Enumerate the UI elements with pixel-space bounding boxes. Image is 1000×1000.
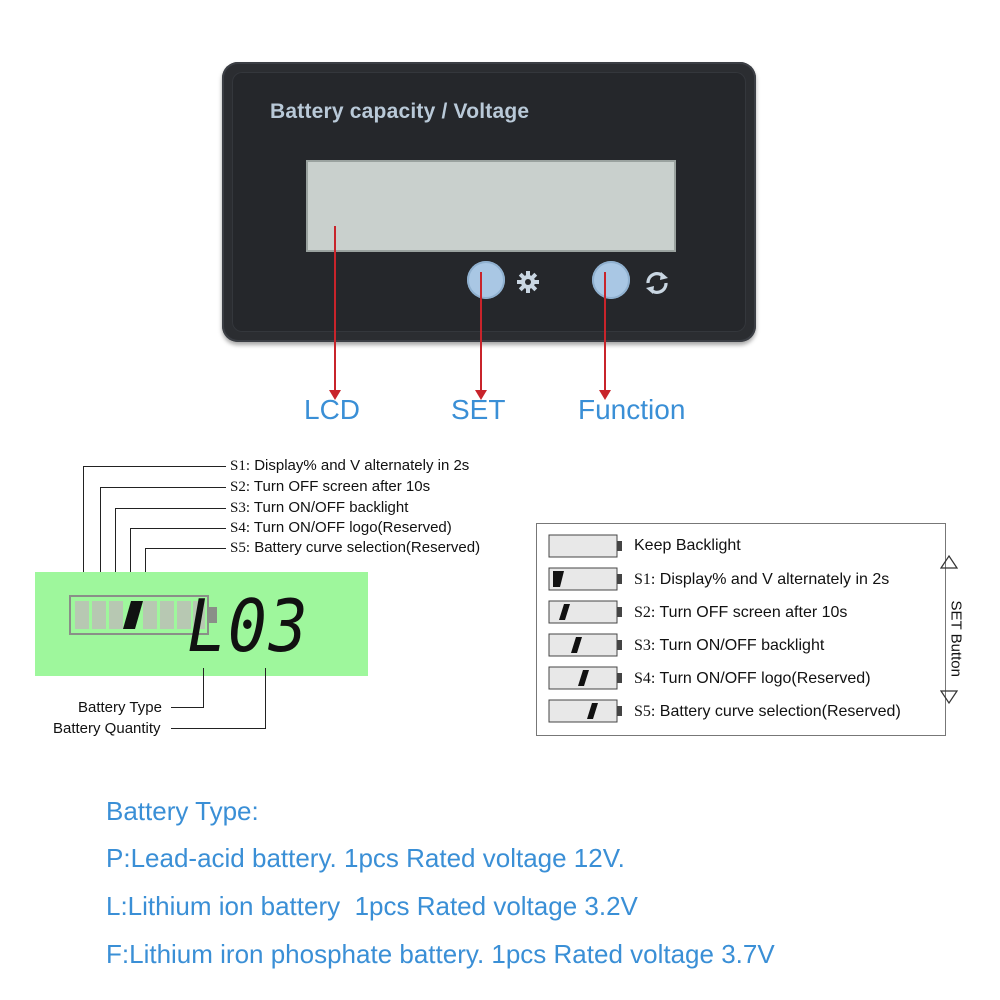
lcd-setting-s3: S3: Turn ON/OFF backlight — [230, 499, 409, 516]
set-callout: SET — [451, 394, 506, 425]
battery-quantity-label: Battery Quantity — [53, 720, 161, 737]
function-button[interactable] — [592, 261, 630, 299]
lcd-pointer-line — [334, 226, 336, 396]
lcd-arrowhead — [329, 390, 341, 400]
device-face: Battery capacity / Voltage — [232, 72, 746, 332]
battery-monitor-device: Battery capacity / Voltage — [222, 62, 756, 342]
row-s2: S2: Turn OFF screen after 10s — [634, 604, 848, 621]
gear-icon — [517, 271, 539, 293]
row-s5-battery — [548, 699, 622, 723]
row-s4-battery — [548, 666, 622, 690]
lcd-setting-s5: S5: Battery curve selection(Reserved) — [230, 539, 481, 556]
battery-type-heading: Battery Type: — [106, 796, 259, 826]
s2-bracket-h — [100, 487, 226, 488]
lcd-setting-s4: S4: Turn ON/OFF logo(Reserved) — [230, 519, 452, 536]
s1-bracket-v — [83, 466, 84, 599]
row-keep-backlight: Keep Backlight — [634, 537, 741, 554]
triangle-down-icon — [940, 690, 958, 704]
lcd-window — [306, 160, 676, 252]
battery-type-connector-h — [171, 707, 204, 708]
battery-type-connector-v — [203, 668, 204, 708]
s4-bracket-v — [130, 528, 131, 599]
s2-bracket-v — [100, 487, 101, 599]
battery-type-l: L:Lithium ion battery 1pcs Rated voltage… — [106, 891, 638, 921]
lcd-callout: LCD — [304, 394, 361, 425]
battery-type-f: F:Lithium iron phosphate battery. 1pcs R… — [106, 939, 775, 969]
row-s1: S1: Display% and V alternately in 2s — [634, 571, 890, 588]
green-lcd-display: L03 — [35, 572, 368, 676]
set-button[interactable] — [467, 261, 505, 299]
row-s2-battery — [548, 600, 622, 624]
s3-bracket-h — [115, 508, 226, 509]
set-pointer-line — [480, 272, 482, 396]
battery-quantity-connector-v — [265, 668, 266, 729]
triangle-up-icon — [940, 555, 958, 569]
s3-bracket-v — [115, 508, 116, 599]
battery-type-p: P:Lead-acid battery. 1pcs Rated voltage … — [106, 843, 625, 873]
set-arrowhead — [475, 390, 487, 400]
device-title: Battery capacity / Voltage — [270, 100, 530, 123]
lcd-battery-icon — [69, 595, 217, 635]
function-pointer-line — [604, 272, 606, 396]
lcd-setting-s1: S1: Display% and V alternately in 2s — [230, 457, 470, 474]
function-callout: Function — [578, 394, 686, 425]
s4-bracket-h — [130, 528, 226, 529]
row-s5: S5: Battery curve selection(Reserved) — [634, 703, 901, 720]
row-s1-battery — [548, 567, 622, 591]
battery-type-label: Battery Type — [78, 699, 162, 716]
s5-bracket-h — [145, 548, 226, 549]
battery-quantity-connector-h — [171, 728, 266, 729]
refresh-icon — [646, 272, 668, 294]
s1-bracket-h — [83, 466, 226, 467]
row-s3-battery — [548, 633, 622, 657]
set-button-side-label: SET Button — [947, 600, 965, 677]
function-arrowhead — [599, 390, 611, 400]
row-keep-backlight-battery — [548, 534, 622, 558]
lcd-segment-readout: L03 — [187, 584, 310, 668]
row-s3: S3: Turn ON/OFF backlight — [634, 637, 825, 654]
row-s4: S4: Turn ON/OFF logo(Reserved) — [634, 670, 871, 687]
lcd-setting-s2: S2: Turn OFF screen after 10s — [230, 478, 431, 495]
